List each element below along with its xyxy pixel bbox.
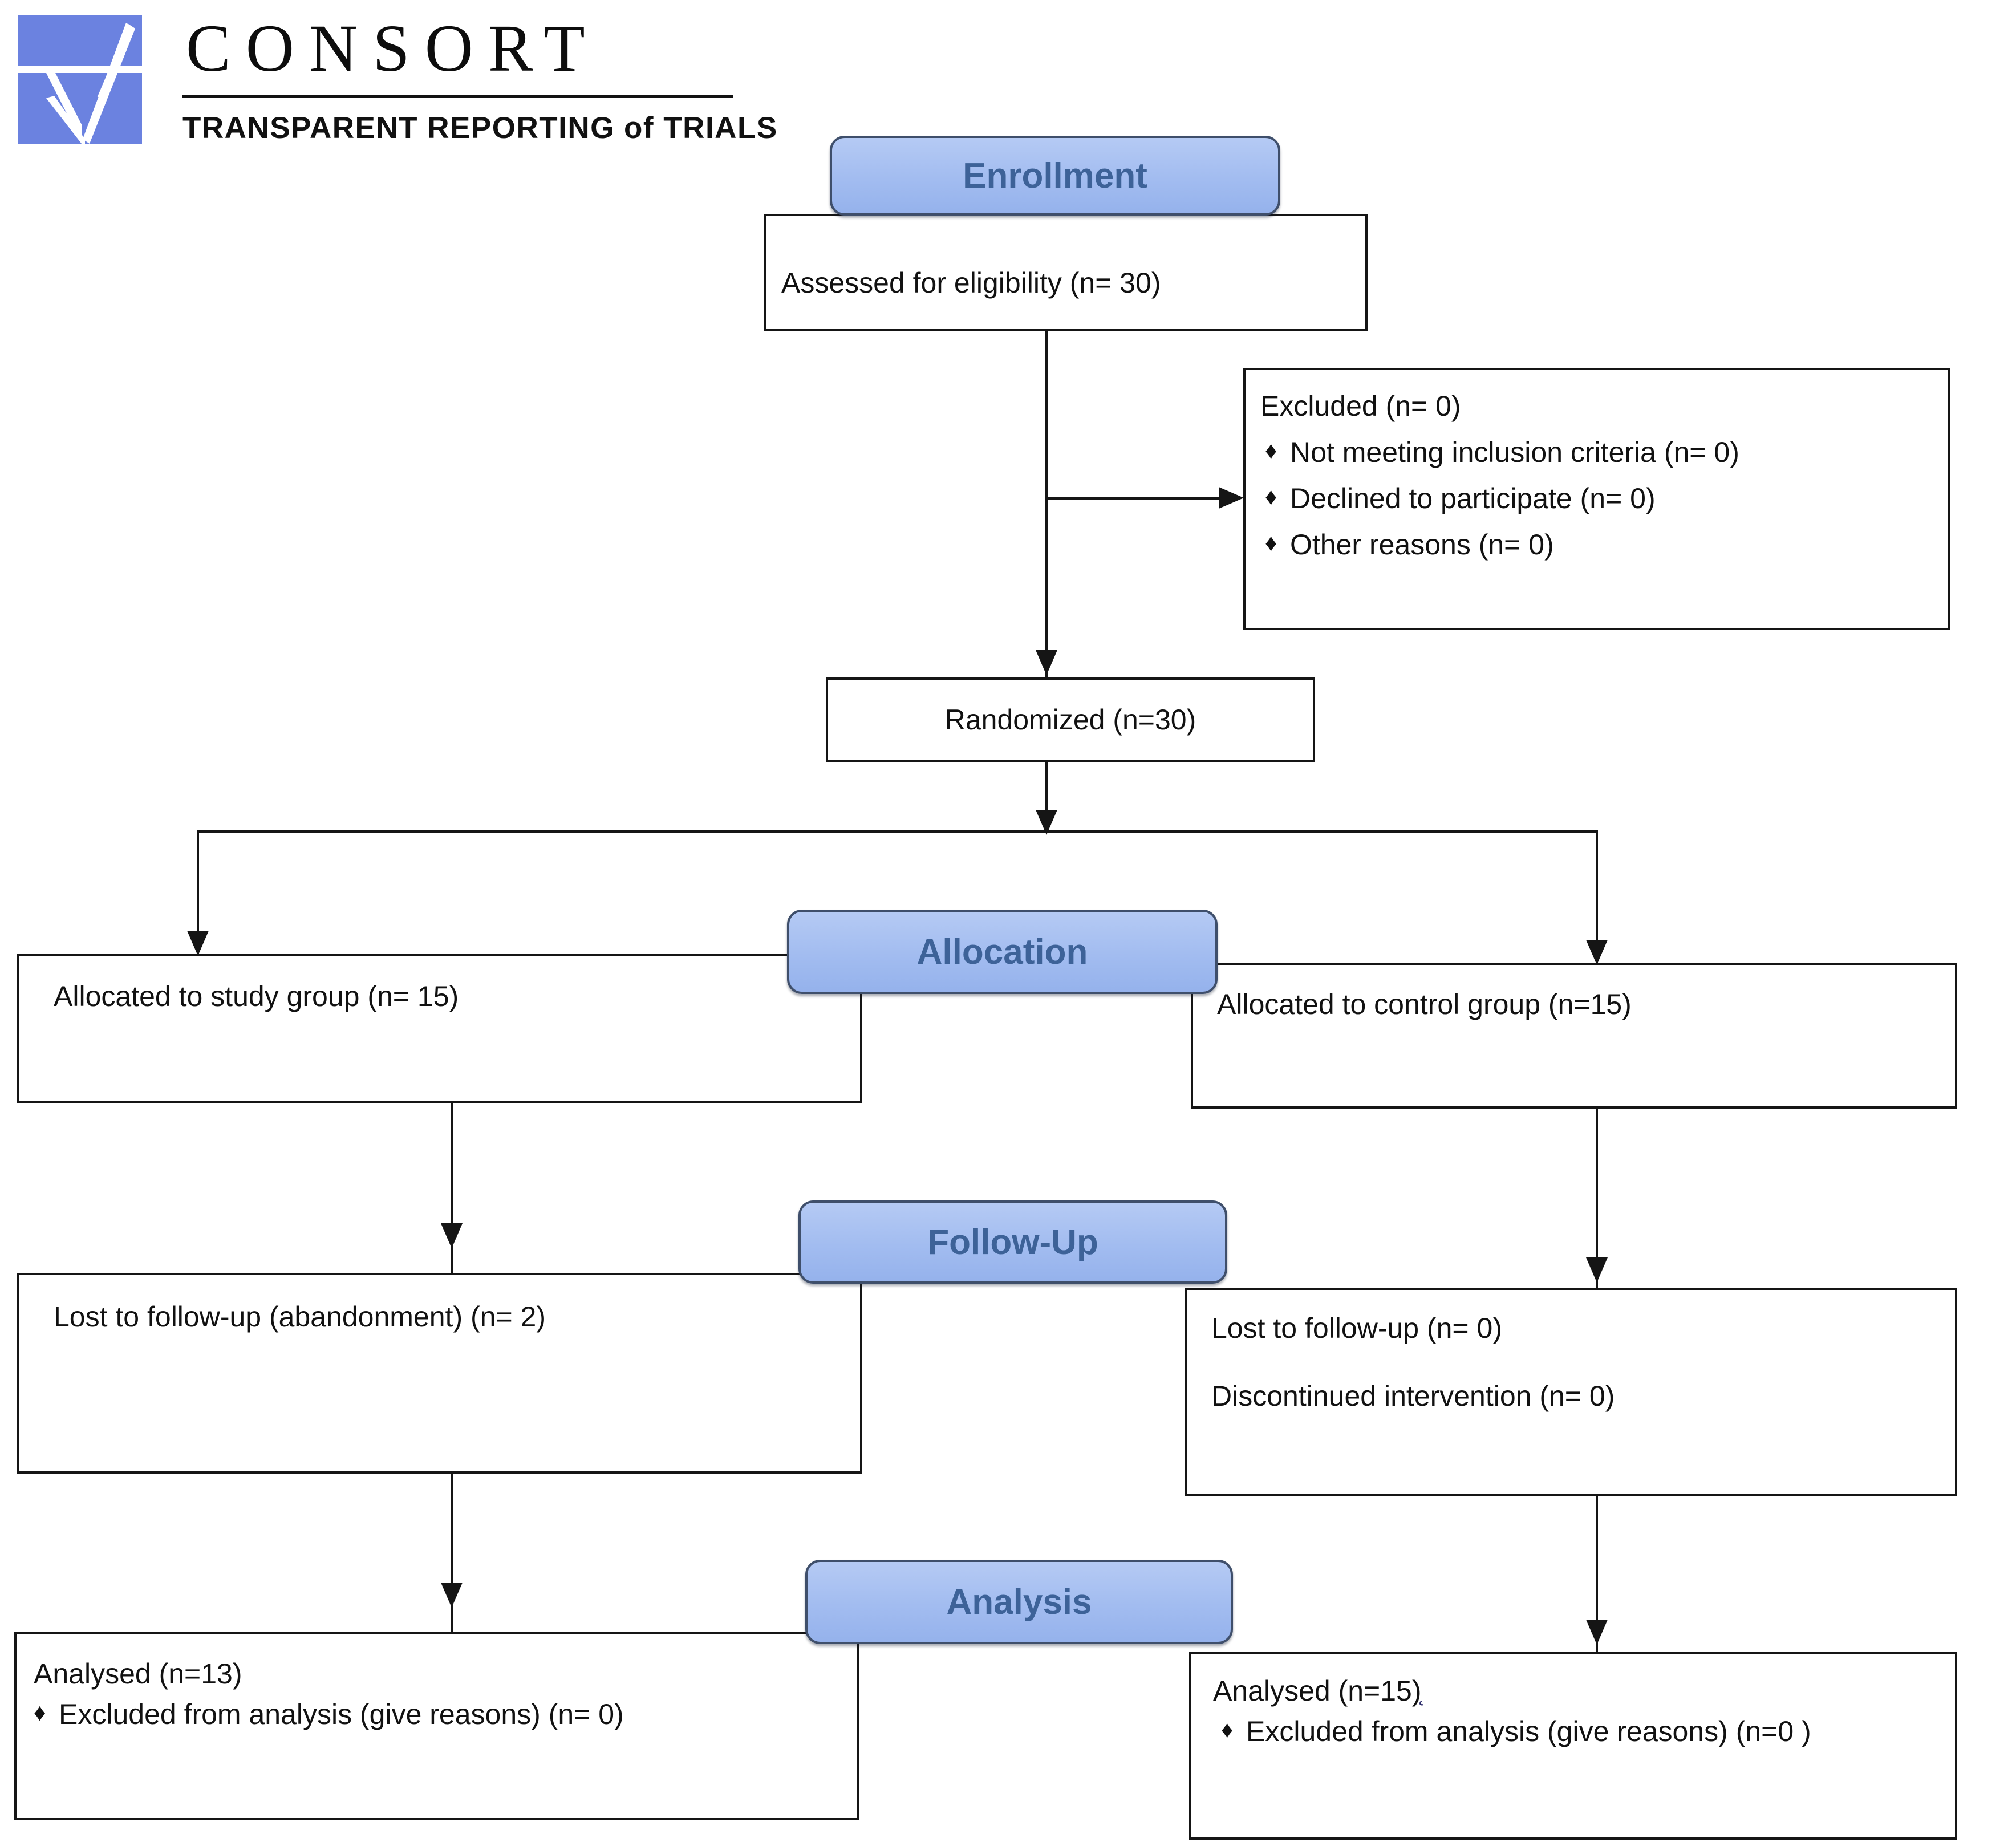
- analysis-control-content: Analysed (n=15)̨ ♦ Excluded from analysis…: [1191, 1654, 1955, 1751]
- diamond-bullet-icon: ♦: [34, 1699, 46, 1726]
- randomized-box: Randomized (n=30): [826, 677, 1315, 762]
- followup-control-line2: Discontinued intervention (n= 0): [1211, 1380, 1615, 1412]
- consort-logo-mark: [18, 15, 142, 144]
- followup-control-line1: Lost to follow-up (n= 0): [1211, 1312, 1502, 1344]
- stage-banner-followup-label: Follow-Up: [927, 1222, 1098, 1262]
- stage-banner-enrollment: Enrollment: [830, 136, 1280, 216]
- excluded-title: Excluded (n= 0): [1260, 390, 1461, 422]
- excluded-reason-list: ♦ Not meeting inclusion criteria (n= 0) ♦…: [1260, 433, 1933, 564]
- arrow-control-alloc-to-followup: [1586, 1257, 1608, 1283]
- list-item: ♦ Declined to participate (n= 0): [1260, 480, 1933, 518]
- excluded-reason-text: Other reasons (n= 0): [1290, 529, 1554, 561]
- analysis-control-title-text: Analysed (n=15): [1213, 1675, 1422, 1707]
- allocated-control-text: Allocated to control group (n=15): [1217, 988, 1632, 1020]
- stage-banner-allocation-label: Allocation: [916, 932, 1088, 972]
- list-item: ♦ Excluded from analysis (give reasons) (…: [34, 1695, 842, 1734]
- connector-split-left-down: [197, 830, 199, 961]
- stage-banner-allocation: Allocation: [787, 910, 1218, 994]
- diamond-bullet-icon: ♦: [1265, 529, 1277, 556]
- excluded-box: Excluded (n= 0) ♦ Not meeting inclusion c…: [1243, 368, 1950, 630]
- excluded-reason-text: Declined to participate (n= 0): [1290, 482, 1656, 514]
- logo-divider: [182, 95, 733, 98]
- analysis-control-box: Analysed (n=15)̨ ♦ Excluded from analysis…: [1189, 1652, 1957, 1840]
- allocated-control-box: Allocated to control group (n=15): [1191, 963, 1957, 1109]
- eligibility-text: Assessed for eligibility (n= 30): [781, 267, 1161, 299]
- tagline-post: TRIALS: [654, 111, 778, 145]
- tagline-pre: TRANSPARENT REPORTING: [182, 111, 624, 145]
- arrow-to-excluded: [1219, 487, 1244, 509]
- arrow-to-control-allocation: [1586, 940, 1608, 965]
- list-item: ♦ Excluded from analysis (give reasons) (…: [1213, 1713, 1940, 1751]
- consort-logo-text: CONSORT TRANSPARENT REPORTING of TRIALS: [182, 7, 777, 148]
- consort-wordmark: CONSORT: [186, 11, 600, 86]
- arrow-eligibility-to-randomized: [1036, 650, 1057, 675]
- analysis-study-excluded-text: Excluded from analysis (give reasons) (n…: [59, 1698, 624, 1730]
- list-item: ♦ Other reasons (n= 0): [1260, 526, 1933, 564]
- followup-control-box: Lost to follow-up (n= 0) Discontinued in…: [1185, 1288, 1957, 1496]
- arrow-study-followup-to-analysis: [441, 1583, 463, 1608]
- connector-control-alloc-to-followup: [1596, 1109, 1598, 1288]
- analysis-study-title: Analysed (n=13): [34, 1658, 242, 1690]
- list-item: ♦ Not meeting inclusion criteria (n= 0): [1260, 433, 1933, 472]
- tagline-of: of: [624, 111, 655, 145]
- diamond-bullet-icon: ♦: [1221, 1716, 1234, 1743]
- randomized-text: Randomized (n=30): [944, 703, 1196, 736]
- analysis-study-box: Analysed (n=13) ♦ Excluded from analysis …: [14, 1632, 859, 1820]
- stage-banner-followup: Follow-Up: [798, 1200, 1227, 1284]
- analysis-control-excluded-text: Excluded from analysis (give reasons) (n…: [1246, 1715, 1811, 1747]
- followup-study-box: Lost to follow-up (abandonment) (n= 2): [17, 1273, 862, 1474]
- stage-banner-enrollment-label: Enrollment: [963, 156, 1147, 196]
- eligibility-box: Assessed for eligibility (n= 30): [764, 214, 1368, 331]
- analysis-study-list: ♦ Excluded from analysis (give reasons) (…: [34, 1695, 842, 1734]
- diamond-bullet-icon: ♦: [1265, 483, 1277, 510]
- connector-to-excluded: [1045, 497, 1222, 500]
- stage-banner-analysis: Analysis: [805, 1560, 1233, 1644]
- arrow-to-study-allocation: [187, 931, 209, 956]
- consort-logo: CONSORT TRANSPARENT REPORTING of TRIALS: [14, 7, 777, 149]
- analysis-control-list: ♦ Excluded from analysis (give reasons) (…: [1213, 1713, 1940, 1751]
- allocated-study-text: Allocated to study group (n= 15): [54, 980, 459, 1012]
- connector-study-alloc-to-followup: [451, 1103, 453, 1274]
- followup-control-content: Lost to follow-up (n= 0) Discontinued in…: [1187, 1290, 1955, 1415]
- analysis-control-title: Analysed (n=15)̨: [1213, 1672, 1940, 1710]
- followup-study-text: Lost to follow-up (abandonment) (n= 2): [54, 1301, 546, 1333]
- allocated-study-box: Allocated to study group (n= 15): [17, 954, 862, 1103]
- connector-randomized-down: [1045, 762, 1048, 830]
- arrow-study-alloc-to-followup: [441, 1223, 463, 1248]
- excluded-content: Excluded (n= 0) ♦ Not meeting inclusion c…: [1246, 370, 1948, 564]
- connector-control-followup-to-analysis: [1596, 1496, 1598, 1652]
- diamond-bullet-icon: ♦: [1265, 437, 1277, 464]
- consort-tagline: TRANSPARENT REPORTING of TRIALS: [182, 111, 777, 145]
- connector-split-horizontal: [197, 830, 1597, 833]
- connector-study-followup-to-analysis: [451, 1474, 453, 1632]
- connector-eligibility-down: [1045, 331, 1048, 678]
- excluded-reason-text: Not meeting inclusion criteria (n= 0): [1290, 436, 1739, 468]
- arrow-control-followup-to-analysis: [1586, 1620, 1608, 1645]
- connector-split-right-down: [1596, 830, 1598, 970]
- stage-banner-analysis-label: Analysis: [946, 1582, 1092, 1622]
- analysis-study-content: Analysed (n=13) ♦ Excluded from analysis …: [17, 1634, 857, 1734]
